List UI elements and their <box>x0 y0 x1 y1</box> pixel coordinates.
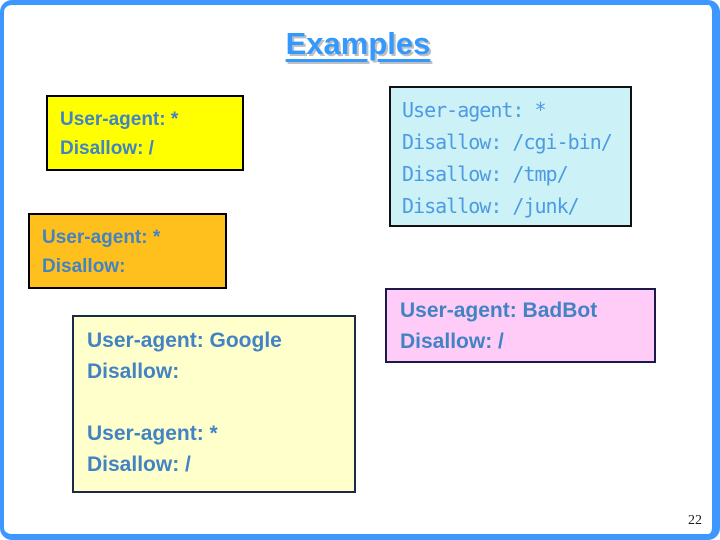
code-line <box>87 387 341 418</box>
code-line: User-agent: * <box>60 109 179 130</box>
code-line: Disallow: <box>42 256 126 277</box>
example-box-badbot: User-agent: BadBot Disallow: / <box>385 288 656 363</box>
page-number: 22 <box>688 513 702 528</box>
slide-title: Examples <box>285 26 431 61</box>
code-line: Disallow: /cgi-bin/ <box>402 130 613 154</box>
code-line: Disallow: <box>87 360 180 383</box>
code-line: Disallow: /tmp/ <box>402 162 569 186</box>
example-box-allow-all: User-agent: * Disallow: <box>28 213 227 289</box>
code-line: Disallow: / <box>87 453 191 476</box>
example-box-google: User-agent: Google Disallow: User-agent:… <box>72 315 356 493</box>
code-line: Disallow: / <box>400 330 504 353</box>
code-line: Disallow: /junk/ <box>402 194 580 218</box>
code-line: User-agent: * <box>402 98 547 122</box>
code-line: User-agent: * <box>87 422 218 445</box>
code-line: User-agent: * <box>42 227 161 248</box>
code-line: User-agent: Google <box>87 329 282 352</box>
example-box-disallow-all: User-agent: * Disallow: / <box>46 95 244 171</box>
code-line: Disallow: / <box>60 138 154 159</box>
example-box-disallow-paths: User-agent: * Disallow: /cgi-bin/ Disall… <box>389 86 632 227</box>
code-line: User-agent: BadBot <box>400 299 598 322</box>
